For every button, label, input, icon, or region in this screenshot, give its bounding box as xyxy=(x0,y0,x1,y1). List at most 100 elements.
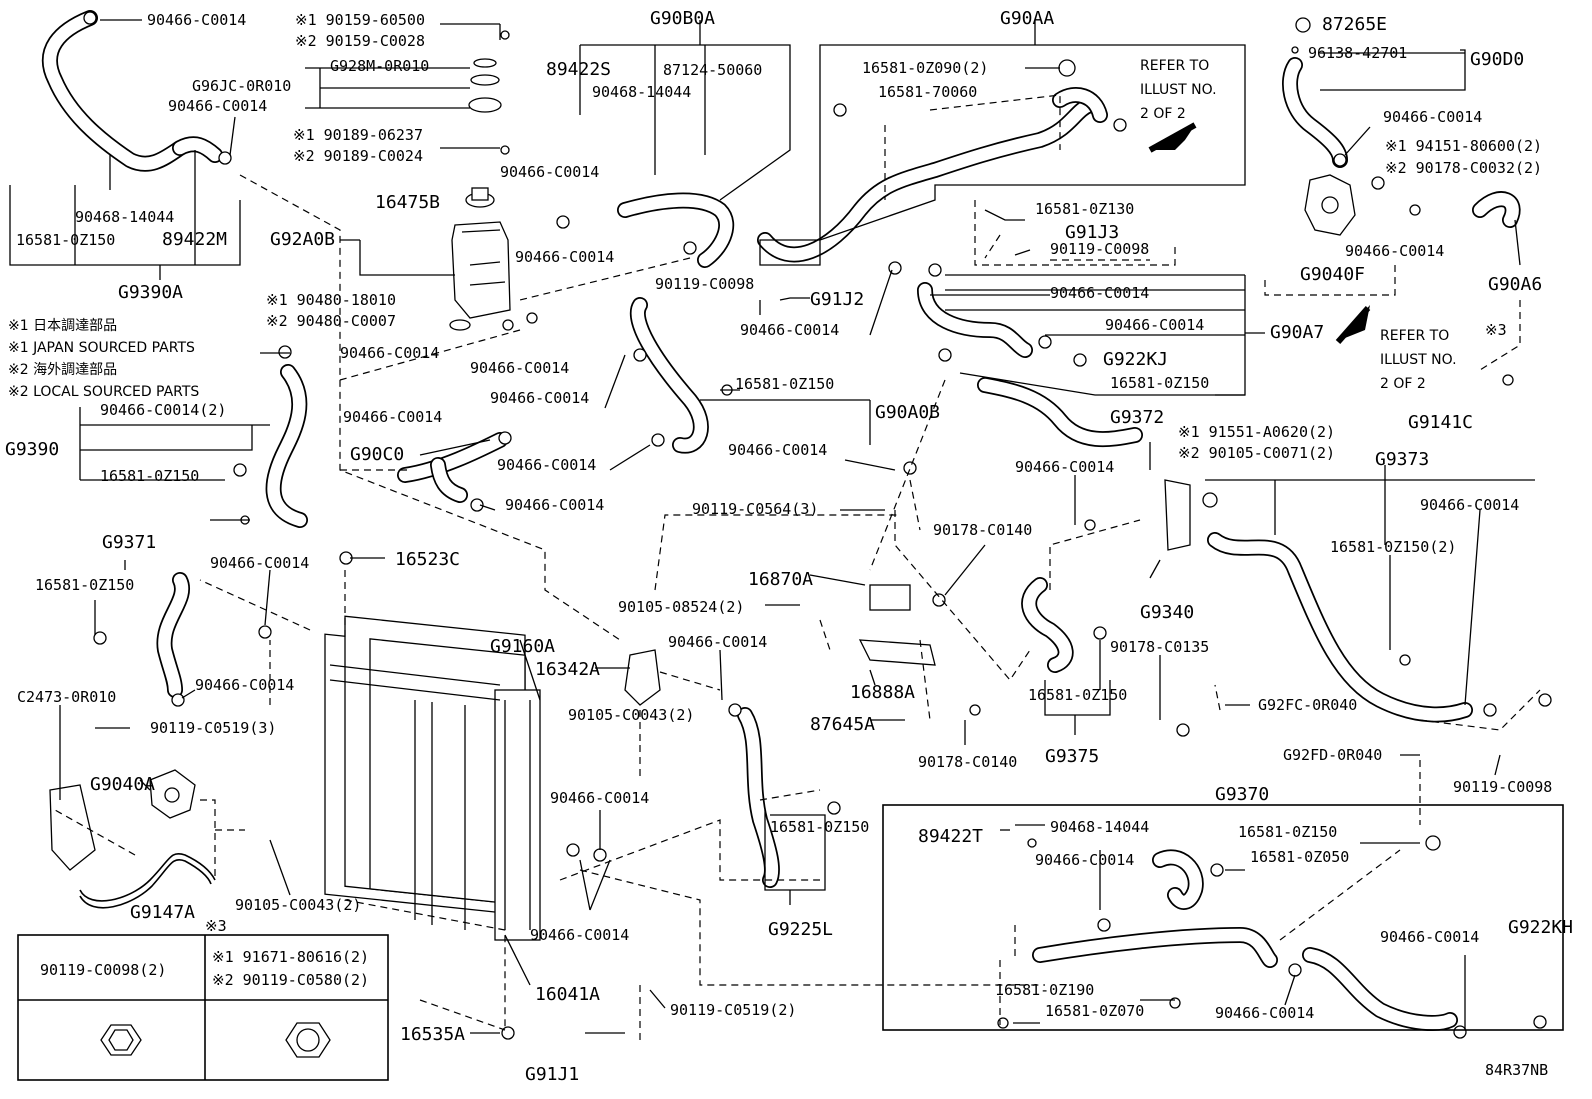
fastener-table xyxy=(17,934,389,1081)
note-2: ※1 JAPAN SOURCED PARTS xyxy=(8,340,195,356)
group-g90a0b: G90A0B xyxy=(875,402,940,423)
label: 90466-C0014 xyxy=(1380,928,1479,946)
group-g92a0b: G92A0B xyxy=(270,229,335,250)
group-g91j3: G91J3 xyxy=(1065,222,1119,243)
leader-lines xyxy=(9,19,1535,1034)
label: 90466-C0014 xyxy=(1215,1004,1314,1022)
label: 90119-C0519(2) xyxy=(670,1001,796,1019)
part-16475b: 16475B xyxy=(375,192,440,213)
bracket-g9340 xyxy=(1164,479,1191,551)
label: 90178-C0140 xyxy=(933,521,1032,539)
label: 90466-C0014 xyxy=(497,456,596,474)
part-16888a: 16888A xyxy=(850,682,915,703)
group-g91j2: G91J2 xyxy=(810,289,864,310)
label: 90466-C0014 xyxy=(470,359,569,377)
bracket-16888a xyxy=(858,639,936,666)
label: 90466-C0014 xyxy=(1420,496,1519,514)
part-87645a: 87645A xyxy=(810,714,875,735)
reservoir-tank xyxy=(449,187,511,331)
label: 90178-C0140 xyxy=(918,753,1017,771)
group-g90a7: G90A7 xyxy=(1270,322,1324,343)
label: G92FC-0R040 xyxy=(1258,696,1357,714)
label: 16581-0Z150(2) xyxy=(1330,538,1456,556)
refer-b1: REFER TO xyxy=(1380,328,1449,344)
label: 90105-C0043(2) xyxy=(568,706,694,724)
label: ※1 94151-80600(2) xyxy=(1385,137,1542,155)
pipe-g9147a xyxy=(79,853,216,902)
part-89422m: 89422M xyxy=(162,229,227,250)
label: 90466-C0014 xyxy=(668,633,767,651)
group-g9147a: G9147A xyxy=(130,902,195,923)
label: ※3 xyxy=(1485,321,1507,339)
group-g9373: G9373 xyxy=(1375,449,1429,470)
water-pumps xyxy=(49,174,1356,871)
label: 16581-0Z150 xyxy=(1028,686,1127,704)
label: 90466-C0014 xyxy=(340,344,439,362)
dashed-lines xyxy=(54,94,1541,1045)
refer-b2: ILLUST NO. xyxy=(1380,352,1457,368)
group-g9371: G9371 xyxy=(102,532,156,553)
label: 16581-0Z130 xyxy=(1035,200,1134,218)
label: ※1 91551-A0620(2) xyxy=(1178,423,1335,441)
group-g9040f: G9040F xyxy=(1300,264,1365,285)
label: 90466-C0014 xyxy=(515,248,614,266)
group-g9375: G9375 xyxy=(1045,746,1099,767)
label: 90466-C0014 xyxy=(1105,316,1204,334)
bracket-16870a xyxy=(869,584,911,611)
group-g9141c: G9141C xyxy=(1408,412,1473,433)
table-right2: ※2 90119-C0580(2) xyxy=(212,971,369,989)
label: 90466-C0014 xyxy=(530,926,629,944)
cover-c2473 xyxy=(49,784,96,871)
label: 16581-0Z150 xyxy=(735,375,834,393)
label: ※2 90480-C0007 xyxy=(266,312,396,330)
group-g90b0a: G90B0A xyxy=(650,8,715,29)
label: C2473-0R010 xyxy=(17,688,116,706)
label: 16581-70060 xyxy=(878,83,977,101)
label: 90119-C0564(3) xyxy=(692,500,818,518)
group-g90d0: G90D0 xyxy=(1470,49,1524,70)
part-16041a: 16041A xyxy=(535,984,600,1005)
group-g9225l: G9225L xyxy=(768,919,833,940)
label: ※2 90105-C0071(2) xyxy=(1178,444,1335,462)
group-g9390: G9390 xyxy=(5,439,59,460)
label: 16581-0Z190 xyxy=(995,981,1094,999)
label: 90466-C0014 xyxy=(740,321,839,339)
part-16523c: 16523C xyxy=(395,549,460,570)
label: 90466-C0014 xyxy=(505,496,604,514)
part-16870a: 16870A xyxy=(748,569,813,590)
refer-a3: 2 OF 2 xyxy=(1140,106,1186,122)
valve-16342a xyxy=(624,649,661,706)
part-89422s: 89422S xyxy=(546,59,611,80)
part-87265e: 87265E xyxy=(1322,14,1387,35)
label: 16581-0Z150 xyxy=(16,231,115,249)
label: 90466-C0014 xyxy=(1345,242,1444,260)
refer-a2: ILLUST NO. xyxy=(1140,82,1217,98)
part-16535a: 16535A xyxy=(400,1024,465,1045)
label: 16581-0Z150 xyxy=(1110,374,1209,392)
label: ※1 90189-06237 xyxy=(293,126,423,144)
refer-b3: 2 OF 2 xyxy=(1380,376,1426,392)
group-g9370: G9370 xyxy=(1215,784,1269,805)
group-g9390a: G9390A xyxy=(118,282,183,303)
label: 16581-0Z050 xyxy=(1250,848,1349,866)
hoses xyxy=(42,10,1521,1031)
label: 90105-C0043(2) xyxy=(235,896,361,914)
label: 90466-C0014 xyxy=(550,789,649,807)
label: 90119-C0098 xyxy=(655,275,754,293)
label: 90466-C0014 xyxy=(147,11,246,29)
label: ※2 90189-C0024 xyxy=(293,147,423,165)
label: 90178-C0135 xyxy=(1110,638,1209,656)
label: 90468-14044 xyxy=(1050,818,1149,836)
label: 16581-0Z150 xyxy=(100,467,199,485)
group-g9040a: G9040A xyxy=(90,774,155,795)
label: 90105-08524(2) xyxy=(618,598,744,616)
group-g90c0: G90C0 xyxy=(350,444,404,465)
group-g9340: G9340 xyxy=(1140,602,1194,623)
table-star: ※3 xyxy=(205,917,227,935)
label: 90119-C0519(3) xyxy=(150,719,276,737)
label: G96JC-0R010 xyxy=(192,77,291,95)
group-g90aa: G90AA xyxy=(1000,8,1054,29)
label: 16581-0Z090(2) xyxy=(862,59,988,77)
